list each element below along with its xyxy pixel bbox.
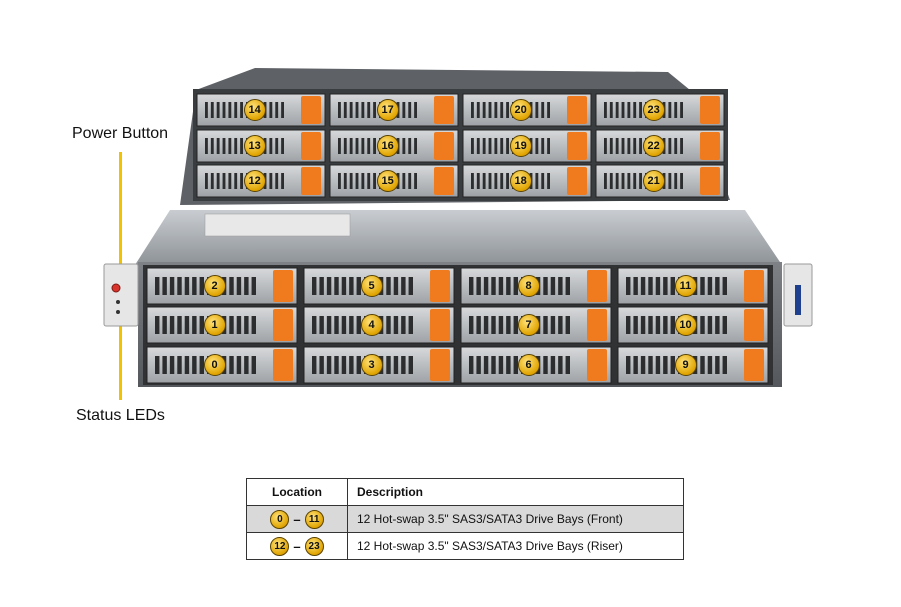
drive-latch [430, 309, 450, 341]
row-description: 12 Hot-swap 3.5" SAS3/SATA3 Drive Bays (… [347, 532, 684, 560]
server-chassis-diagram [103, 68, 813, 387]
bay-number-badge: 0 [203, 354, 226, 376]
bay-number-badge: 5 [360, 275, 383, 297]
location-header: Location [246, 478, 348, 506]
drive-latch [430, 270, 450, 302]
bay-number-badge: 14 [243, 99, 266, 121]
bay-number-badge: 3 [360, 354, 383, 376]
bay-number-badge: 1 [203, 314, 226, 336]
drive-latch [587, 270, 607, 302]
bay-number-badge: 21 [642, 170, 665, 192]
bay-number-badge: 15 [376, 170, 399, 192]
drive-latch [273, 270, 293, 302]
bay-number-badge: 16 [376, 135, 399, 157]
status-led [116, 300, 120, 304]
drive-latch [430, 349, 450, 381]
table-row: 12 – 23 12 Hot-swap 3.5" SAS3/SATA3 Driv… [246, 532, 684, 560]
bay-number-badge: 22 [642, 135, 665, 157]
drive-latch [434, 132, 454, 160]
riser-drive-tray[interactable] [462, 129, 592, 163]
range-start-badge: 0 [270, 509, 290, 529]
power-button [111, 283, 121, 293]
drive-latch [434, 167, 454, 195]
drive-latch [587, 309, 607, 341]
front-drive-tray[interactable] [146, 306, 298, 344]
bay-number-badge: 11 [674, 275, 697, 297]
drive-latch [301, 132, 321, 160]
drive-latch [700, 167, 720, 195]
status-leds-label: Status LEDs [76, 407, 165, 424]
range-end-badge: 11 [304, 509, 324, 529]
bay-number-badge: 12 [243, 170, 266, 192]
bay-number-badge: 2 [203, 275, 226, 297]
drive-latch [744, 270, 764, 302]
bay-number-badge: 19 [509, 135, 532, 157]
drive-latch [301, 96, 321, 124]
row-description: 12 Hot-swap 3.5" SAS3/SATA3 Drive Bays (… [347, 505, 684, 533]
bay-number-badge: 9 [674, 354, 697, 376]
bay-number-badge: 17 [376, 99, 399, 121]
bay-number-badge: 4 [360, 314, 383, 336]
brand-logo [795, 285, 801, 315]
front-drive-tray[interactable] [460, 306, 612, 344]
lid-label [204, 213, 351, 237]
riser-drive-tray[interactable] [329, 164, 459, 198]
status-led [116, 310, 120, 314]
drive-latch [567, 96, 587, 124]
drive-latch [567, 167, 587, 195]
drive-latch [434, 96, 454, 124]
drive-latch [587, 349, 607, 381]
bay-number-badge: 10 [674, 314, 697, 336]
bay-number-badge: 8 [517, 275, 540, 297]
range-end-badge: 23 [304, 536, 324, 556]
drive-latch [744, 309, 764, 341]
drive-latch [273, 309, 293, 341]
drive-latch [301, 167, 321, 195]
bay-number-badge: 18 [509, 170, 532, 192]
bay-number-badge: 13 [243, 135, 266, 157]
power-button-label: Power Button [72, 125, 169, 142]
drive-latch [700, 96, 720, 124]
front-drive-tray[interactable] [146, 346, 298, 384]
drive-latch [700, 132, 720, 160]
left-ear [103, 263, 139, 327]
range-start-badge: 12 [270, 536, 290, 556]
table-row: 0 – 11 12 Hot-swap 3.5" SAS3/SATA3 Drive… [246, 505, 684, 533]
bay-number-badge: 7 [517, 314, 540, 336]
drive-latch [273, 349, 293, 381]
riser-drive-tray[interactable] [462, 93, 592, 127]
drive-latch [744, 349, 764, 381]
bay-number-badge: 23 [642, 99, 665, 121]
description-header: Description [347, 478, 684, 506]
location-legend-table: Location Description 0 – 11 12 Hot-swap … [246, 478, 684, 560]
bay-number-badge: 20 [509, 99, 532, 121]
drive-latch [567, 132, 587, 160]
bay-number-badge: 6 [517, 354, 540, 376]
